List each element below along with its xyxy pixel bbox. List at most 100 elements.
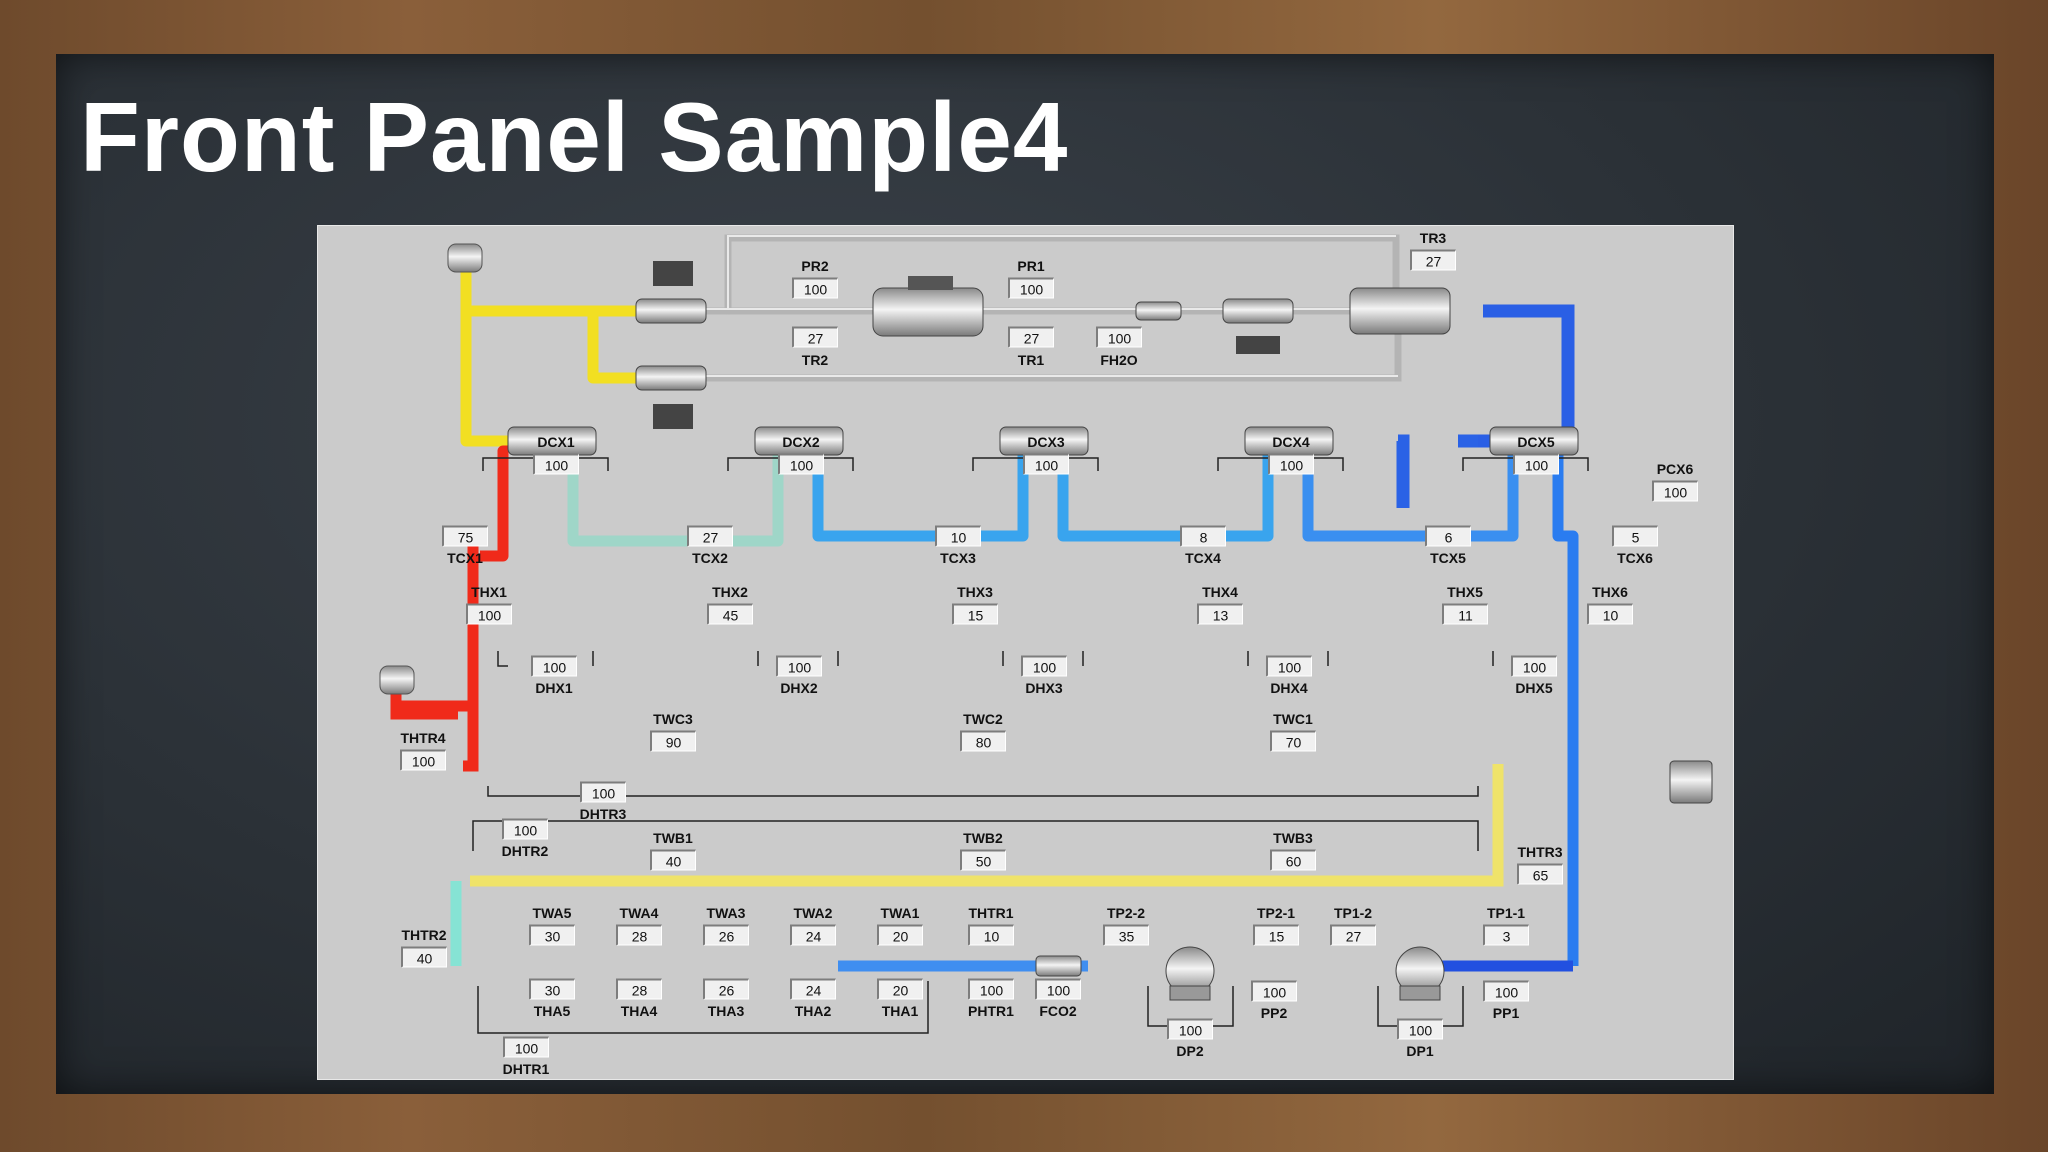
value-twc1[interactable]: 70 [1270,730,1316,752]
value-tha5[interactable]: 30 [529,978,575,1000]
label-dhx1: DHX1 [535,680,573,696]
label-tr1: TR1 [1017,352,1045,368]
value-twb2[interactable]: 50 [960,849,1006,871]
value-pr2[interactable]: 100 [792,277,838,299]
value-tha2[interactable]: 24 [790,978,836,1000]
value-dhtr2[interactable]: 100 [502,818,548,840]
value-tr1[interactable]: 27 [1008,326,1054,348]
value-tcx4[interactable]: 8 [1180,525,1226,547]
value-tha4[interactable]: 28 [616,978,662,1000]
value-twc3[interactable]: 90 [650,730,696,752]
value-tcx3[interactable]: 10 [935,525,981,547]
value-thtr2[interactable]: 40 [401,946,447,968]
value-fh2o[interactable]: 100 [1096,326,1142,348]
value-fco2[interactable]: 100 [1035,978,1081,1000]
value-dcx4[interactable]: 100 [1268,453,1314,475]
value-thx5[interactable]: 11 [1442,603,1488,625]
value-pp2[interactable]: 100 [1251,980,1297,1002]
label-twb2: TWB2 [963,830,1003,846]
value-tcx1[interactable]: 75 [442,525,488,547]
value-tcx2[interactable]: 27 [687,525,733,547]
label-thx5: THX5 [1447,584,1483,600]
value-dp1[interactable]: 100 [1397,1018,1443,1040]
value-twa1[interactable]: 20 [877,924,923,946]
label-thtr1: THTR1 [968,905,1014,921]
label-thtr3: THTR3 [1517,844,1563,860]
label-fco2: FCO2 [1039,1003,1077,1019]
label-thtr4: THTR4 [400,730,446,746]
value-dhx1[interactable]: 100 [531,655,577,677]
slide-title: Front Panel Sample4 [80,82,1069,192]
label-thx1: THX1 [471,584,507,600]
value-thx1[interactable]: 100 [466,603,512,625]
value-tp2-1[interactable]: 15 [1253,924,1299,946]
blue-return-pipe [1478,304,1575,448]
value-thtr1[interactable]: 10 [968,924,1014,946]
value-pr1[interactable]: 100 [1008,277,1054,299]
value-dcx3[interactable]: 100 [1023,453,1069,475]
label-dhx4: DHX4 [1270,680,1308,696]
value-twb3[interactable]: 60 [1270,849,1316,871]
value-dhx3[interactable]: 100 [1021,655,1067,677]
label-tp2-1: TP2-1 [1256,905,1296,921]
value-tp2-2[interactable]: 35 [1103,924,1149,946]
value-twa3[interactable]: 26 [703,924,749,946]
value-twc2[interactable]: 80 [960,730,1006,752]
value-tha3[interactable]: 26 [703,978,749,1000]
value-tcx6[interactable]: 5 [1612,525,1658,547]
value-tp1-2[interactable]: 27 [1330,924,1376,946]
value-thtr3[interactable]: 65 [1517,863,1563,885]
value-dhtr3[interactable]: 100 [580,781,626,803]
label-twa4: TWA4 [619,905,659,921]
value-tp1-1[interactable]: 3 [1483,924,1529,946]
label-dhx2: DHX2 [780,680,818,696]
piping-diagram [379,234,1713,1034]
value-twb1[interactable]: 40 [650,849,696,871]
label-dhtr3: DHTR3 [579,806,627,822]
value-thx2[interactable]: 45 [707,603,753,625]
label-dcx4: DCX4 [1272,434,1310,450]
value-thx6[interactable]: 10 [1587,603,1633,625]
value-twa5[interactable]: 30 [529,924,575,946]
value-thx3[interactable]: 15 [952,603,998,625]
value-phtr1[interactable]: 100 [968,978,1014,1000]
label-tr3: TR3 [1419,230,1447,246]
value-dcx2[interactable]: 100 [778,453,824,475]
value-dhx2[interactable]: 100 [776,655,822,677]
label-dcx1: DCX1 [537,434,575,450]
label-twb3: TWB3 [1273,830,1313,846]
label-tr2: TR2 [801,352,829,368]
label-thx3: THX3 [957,584,993,600]
value-dp2[interactable]: 100 [1167,1018,1213,1040]
label-pr2: PR2 [801,258,829,274]
value-thx4[interactable]: 13 [1197,603,1243,625]
value-tha1[interactable]: 20 [877,978,923,1000]
value-dcx5[interactable]: 100 [1513,453,1559,475]
label-thx6: THX6 [1592,584,1628,600]
label-twa3: TWA3 [706,905,746,921]
value-dhtr1[interactable]: 100 [503,1036,549,1058]
label-tp2-2: TP2-2 [1106,905,1146,921]
bottom-components [1035,760,1713,1001]
value-tcx5[interactable]: 6 [1425,525,1471,547]
value-thtr4[interactable]: 100 [400,749,446,771]
value-tr3[interactable]: 27 [1410,249,1456,271]
label-twc2: TWC2 [963,711,1003,727]
value-twa2[interactable]: 24 [790,924,836,946]
label-dp2: DP2 [1176,1043,1204,1059]
label-twa1: TWA1 [880,905,920,921]
label-thx2: THX2 [712,584,748,600]
value-pp1[interactable]: 100 [1483,980,1529,1002]
value-dcx1[interactable]: 100 [533,453,579,475]
value-tr2[interactable]: 27 [792,326,838,348]
value-pcx6[interactable]: 100 [1652,480,1698,502]
label-tha5: THA5 [533,1003,571,1019]
value-twa4[interactable]: 28 [616,924,662,946]
value-dhx5[interactable]: 100 [1511,655,1557,677]
label-pr1: PR1 [1017,258,1045,274]
label-dhtr1: DHTR1 [502,1061,550,1077]
label-dp1: DP1 [1406,1043,1434,1059]
label-tha3: THA3 [707,1003,745,1019]
value-dhx4[interactable]: 100 [1266,655,1312,677]
label-tp1-2: TP1-2 [1333,905,1373,921]
